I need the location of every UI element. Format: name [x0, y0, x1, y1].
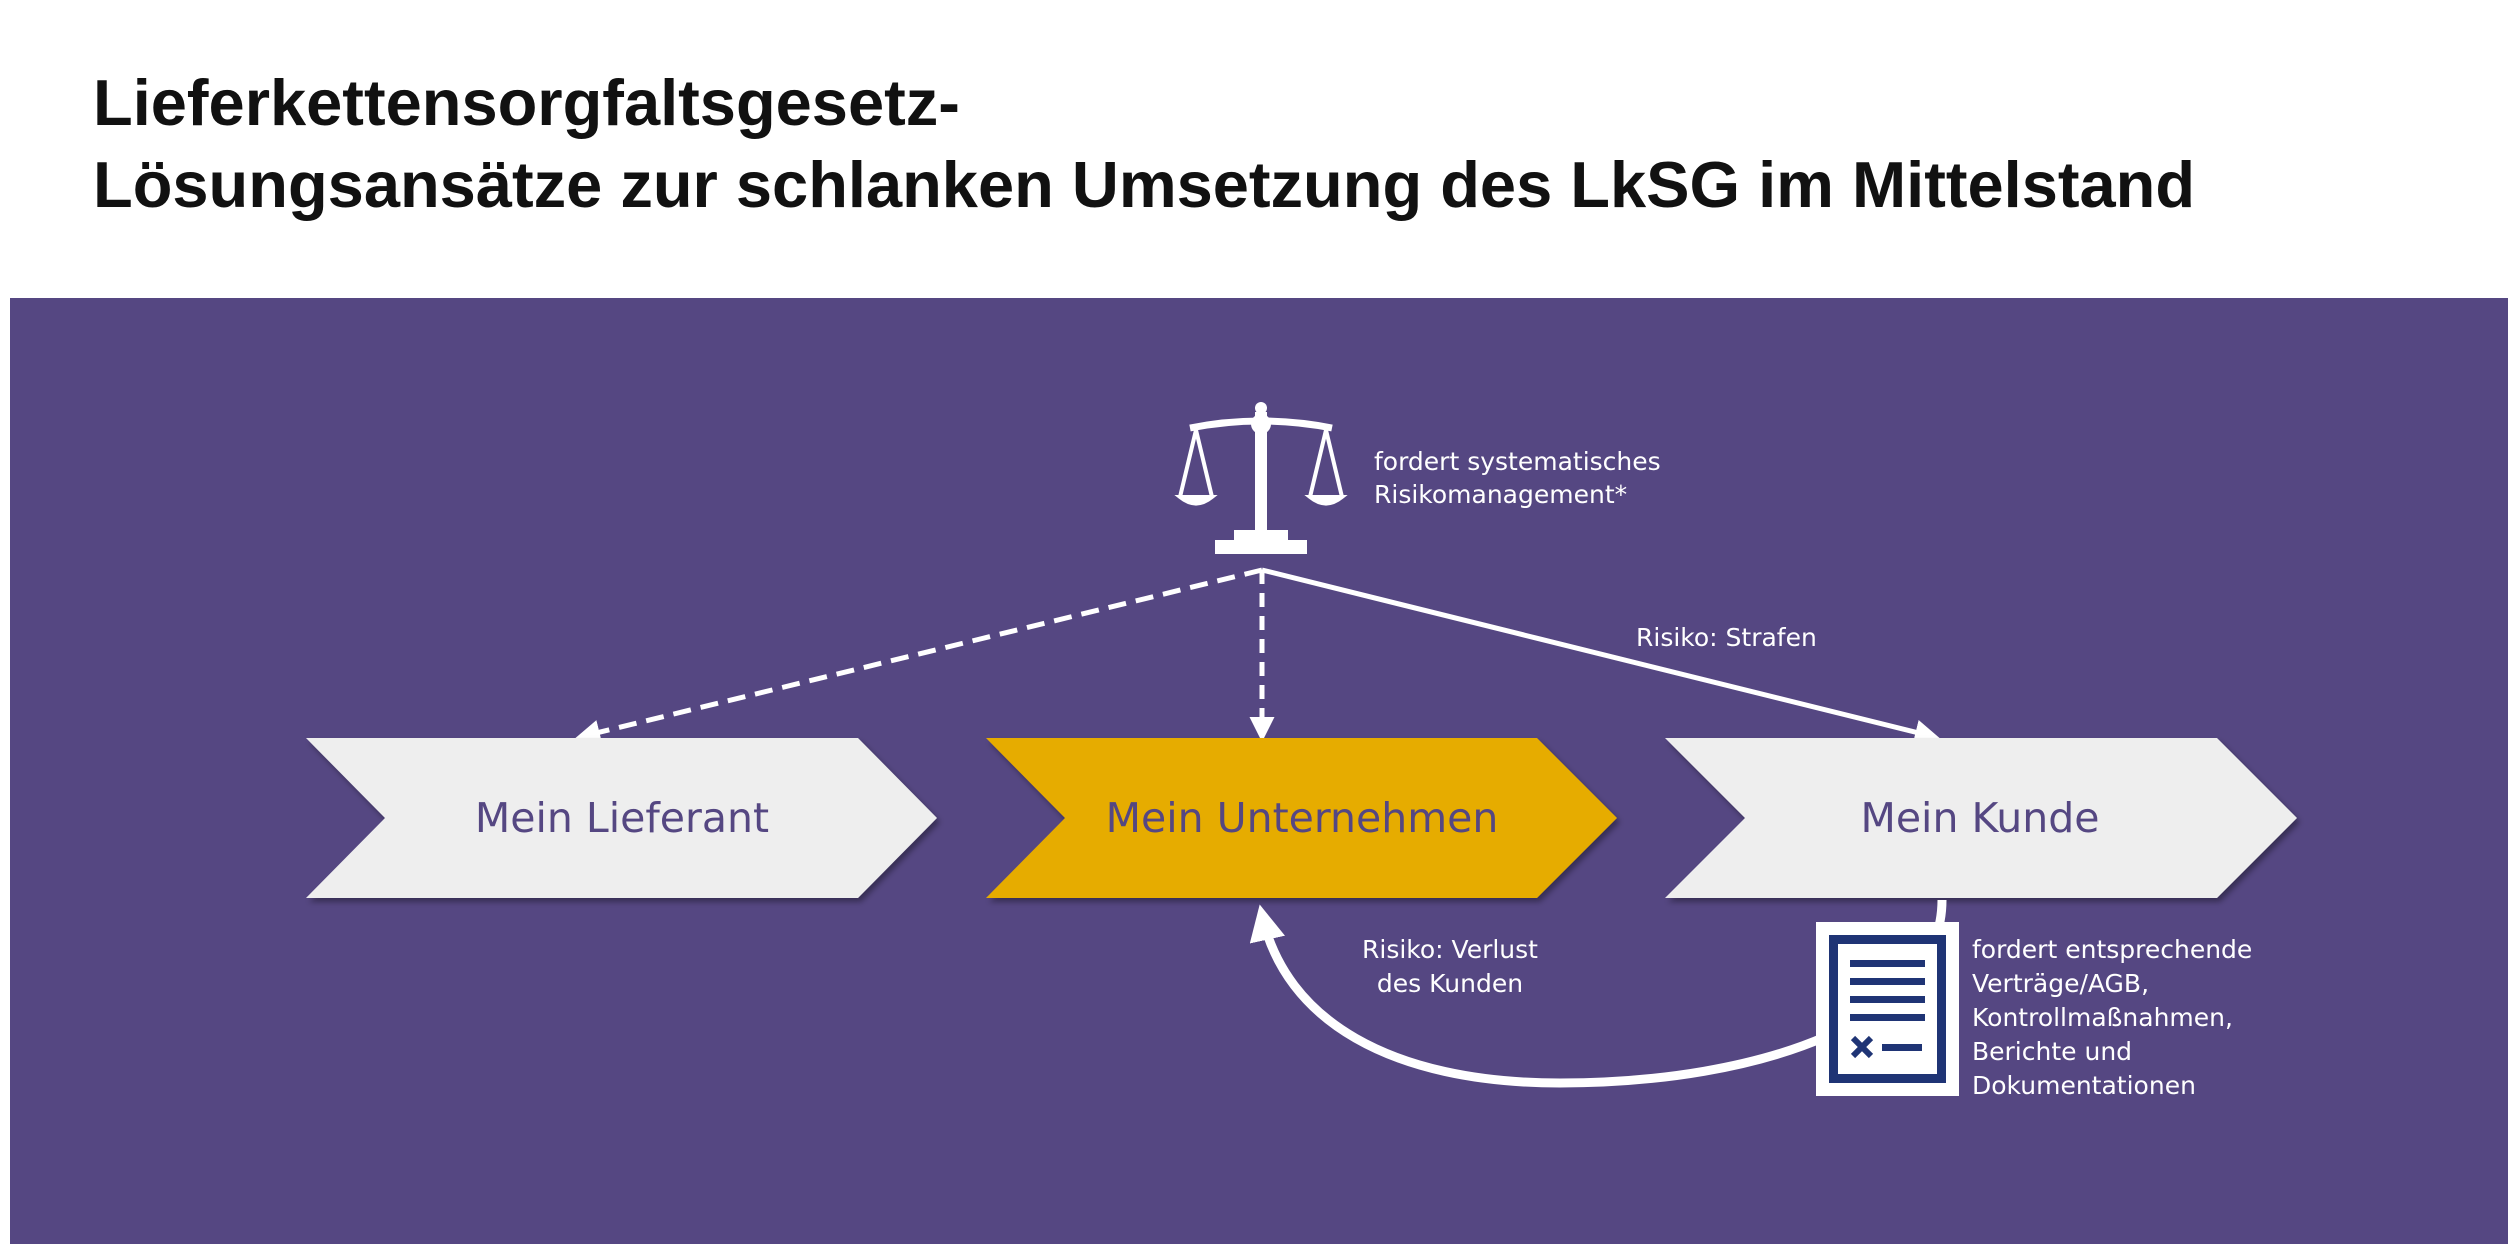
- page-title: Lieferkettensorgfaltsgesetz- Lösungsansä…: [93, 62, 2195, 226]
- contract-note: fordert entsprechende Verträge/AGB, Kont…: [1972, 935, 2252, 1100]
- title-line-2: Lösungsansätze zur schlanken Umsetzung d…: [93, 148, 2196, 221]
- contract-document-icon: [1816, 922, 1959, 1096]
- law-to-supplier-arrow: [575, 567, 1263, 745]
- supplier-label: Mein Lieferant: [475, 794, 769, 842]
- loss-risk-label-line-2: des Kunden: [1377, 969, 1523, 998]
- penalty-risk-label: Risiko: Strafen: [1636, 623, 1817, 652]
- company-chevron: Mein Unternehmen: [986, 738, 1617, 898]
- contract-note-line-1: fordert entsprechende: [1972, 935, 2252, 964]
- law-note-line-1: fordert systematisches: [1374, 447, 1661, 476]
- title-line-1: Lieferkettensorgfaltsgesetz-: [93, 66, 960, 139]
- contract-note-line-2: Verträge/AGB,: [1972, 969, 2149, 998]
- law-note-line-2: Risikomanagement*: [1374, 480, 1627, 509]
- customer-label: Mein Kunde: [1860, 794, 2099, 842]
- company-label: Mein Unternehmen: [1106, 794, 1499, 842]
- contract-note-line-5: Dokumentationen: [1972, 1071, 2196, 1100]
- customer-chevron: Mein Kunde: [1665, 738, 2297, 898]
- contract-note-line-3: Kontrollmaßnahmen,: [1972, 1003, 2233, 1032]
- loss-risk-label-line-1: Risiko: Verlust: [1362, 935, 1538, 964]
- supplier-chevron: Mein Lieferant: [306, 738, 937, 898]
- scales-icon: [1174, 402, 1348, 554]
- contract-note-line-4: Berichte und: [1972, 1037, 2132, 1066]
- law-to-customer-arrow: [1261, 567, 1940, 745]
